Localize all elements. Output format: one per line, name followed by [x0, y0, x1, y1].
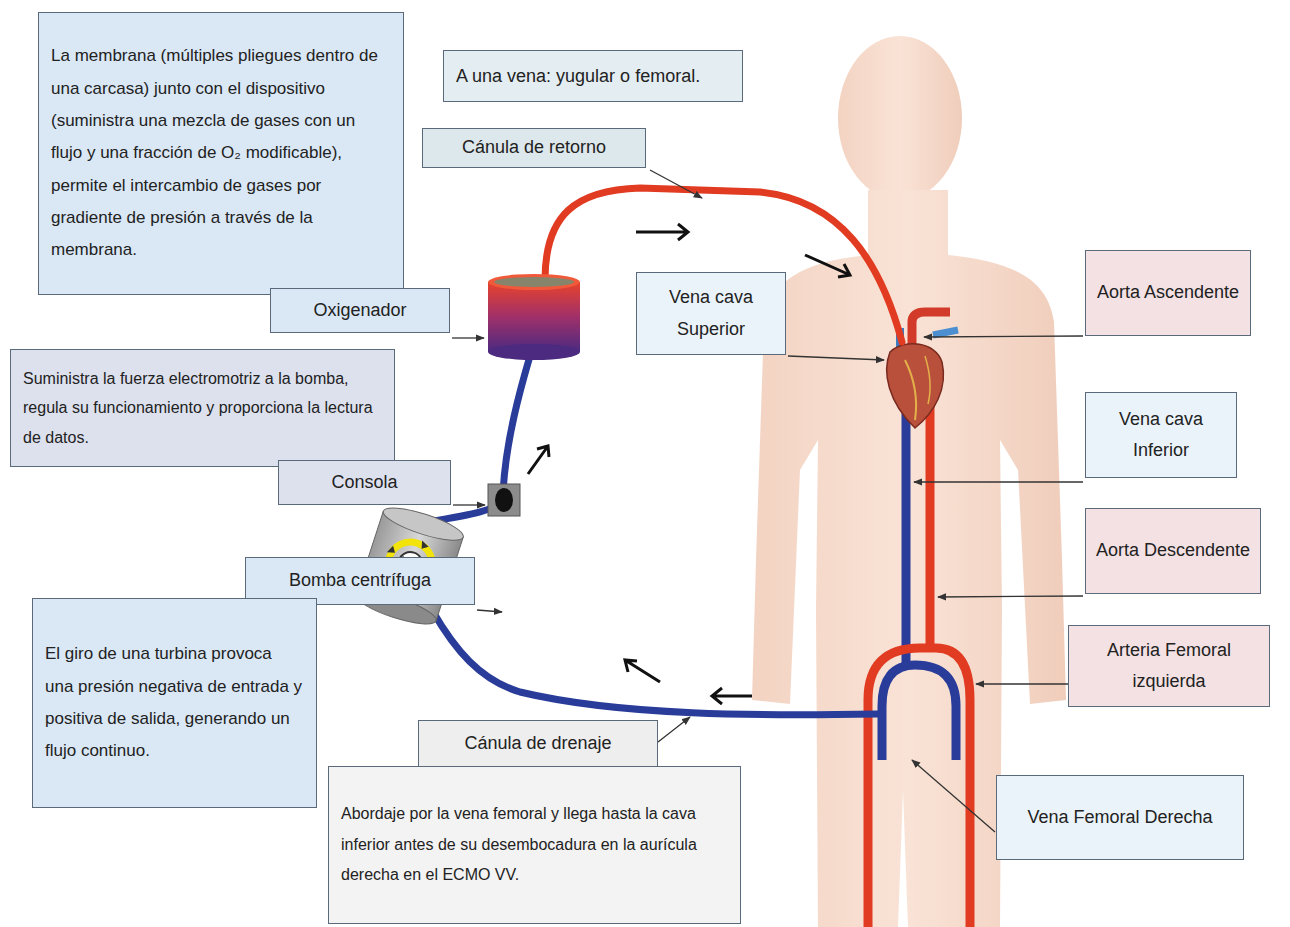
part-label: Cánula de drenaje [418, 720, 658, 768]
anatomy-label: Aorta Descendente [1085, 508, 1261, 594]
anatomy-label: Aorta Ascendente [1085, 250, 1251, 336]
body-text: Suministra la fuerza electromotriz a la … [23, 364, 382, 453]
label-text: Vena Femoral Derecha [1005, 802, 1235, 834]
note-box: A una vena: yugular o femoral. [443, 50, 743, 102]
label-text: Vena cava Inferior [1094, 404, 1228, 467]
anatomy-label: Vena cava Inferior [1085, 392, 1237, 478]
ecmo-tubing [428, 188, 902, 715]
body-text: La membrana (múltiples pliegues dentro d… [51, 40, 391, 266]
part-label: Oxigenador [270, 288, 450, 333]
label-text: Bomba centrífuga [254, 568, 466, 593]
anatomy-label: Vena Femoral Derecha [996, 775, 1244, 860]
description-box: La membrana (múltiples pliegues dentro d… [38, 12, 404, 295]
body-text: Abordaje por la vena femoral y llega has… [341, 799, 728, 890]
oxygenator [488, 274, 580, 360]
vessels [868, 380, 970, 927]
description-box: El giro de una turbina provoca una presi… [32, 598, 317, 808]
label-text: Cánula de drenaje [427, 731, 649, 756]
label-text: Oxigenador [279, 298, 441, 323]
flow-arrow [528, 224, 850, 704]
part-label: Cánula de retorno [422, 128, 646, 168]
description-box: Suministra la fuerza electromotriz a la … [10, 349, 395, 467]
label-text: Vena cava Superior [645, 282, 777, 345]
anatomy-label: Arteria Femoral izquierda [1068, 625, 1270, 707]
part-label: Consola [278, 460, 451, 505]
label-text: Consola [287, 470, 442, 495]
description-box: Abordaje por la vena femoral y llega has… [328, 766, 741, 924]
label-text: Arteria Femoral izquierda [1077, 635, 1261, 698]
body-text: El giro de una turbina provoca una presi… [45, 638, 304, 767]
label-text: Cánula de retorno [431, 135, 637, 160]
console [488, 484, 520, 516]
anatomy-label: Vena cava Superior [636, 272, 786, 355]
body-text: A una vena: yugular o femoral. [456, 63, 730, 90]
label-text: Aorta Descendente [1094, 535, 1252, 567]
label-text: Aorta Ascendente [1094, 277, 1242, 309]
